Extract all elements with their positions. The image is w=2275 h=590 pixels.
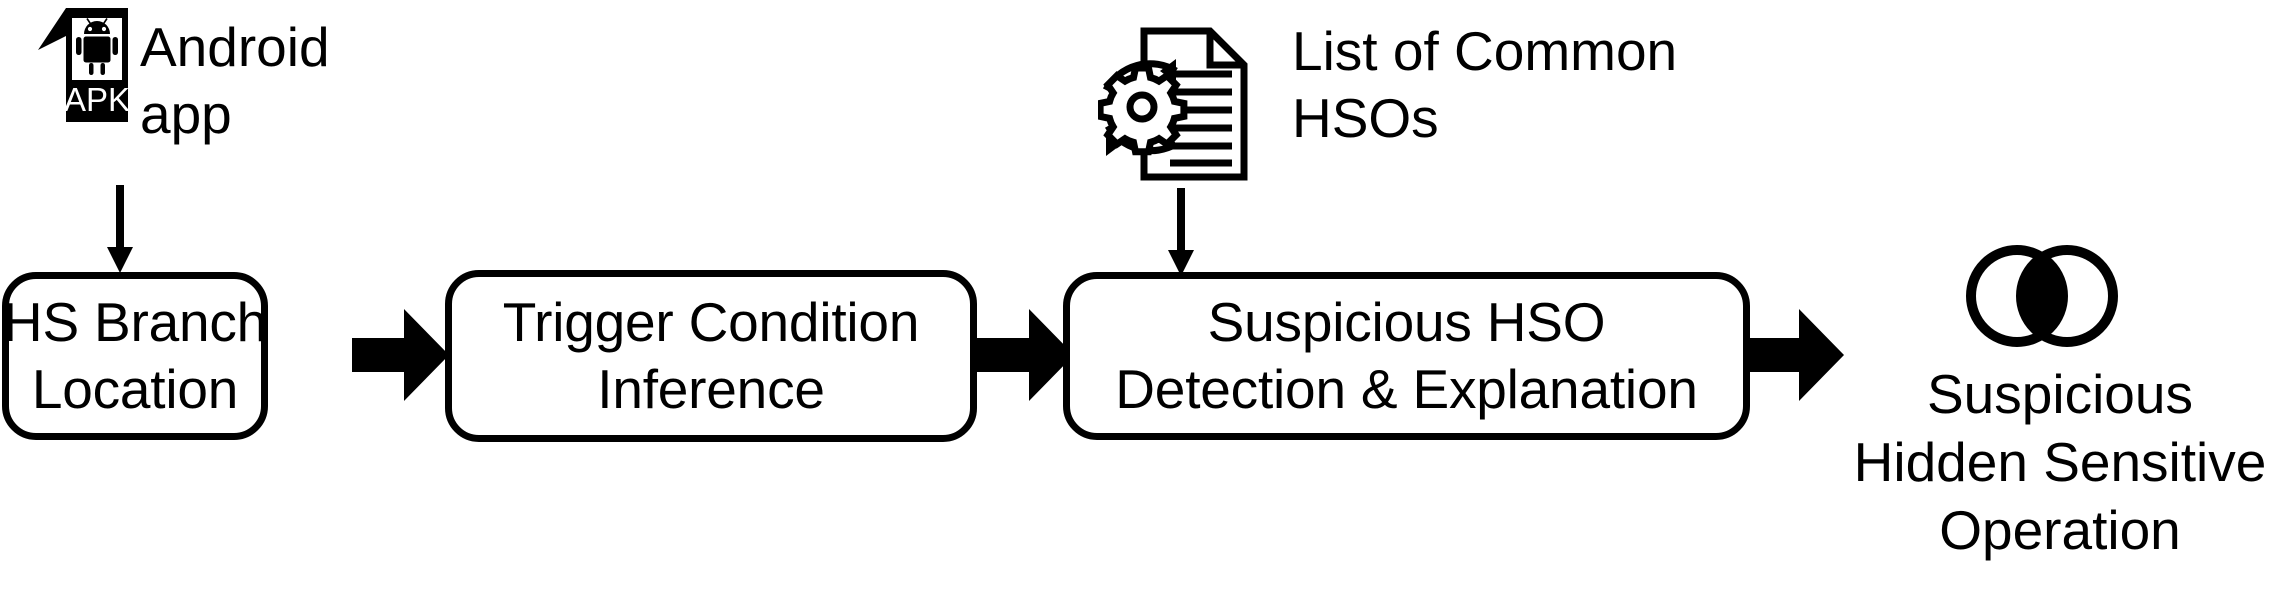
block-arrow-suspicious-to-output	[1747, 305, 1845, 405]
block-arrow-trigger-to-suspicious	[977, 305, 1075, 405]
output-label-line2: Hidden Sensitive	[1853, 431, 2267, 494]
stage-box-trigger-condition-inference[interactable]: Trigger Condition Inference	[445, 270, 977, 442]
stage-box-suspicious-hso-detection[interactable]: Suspicious HSO Detection & Explanation	[1063, 272, 1750, 440]
output-label-line3: Operation	[1939, 499, 2181, 562]
arrow-head	[107, 247, 133, 273]
stage-label-line1: Trigger Condition	[502, 290, 920, 353]
arrow-down-apk-to-hs-branch	[106, 185, 134, 273]
arrow-head	[1168, 250, 1194, 276]
stage-label-line2: Inference	[597, 358, 825, 420]
arrow-stem	[1177, 188, 1185, 252]
android-app-label-line2: app	[140, 83, 232, 146]
hso-list-label-line2: HSOs	[1292, 87, 1439, 150]
stage-label-line1: Suspicious HSO	[1207, 290, 1606, 353]
android-apk-file-icon: APK	[36, 6, 130, 124]
output-label: Suspicious Hidden Sensitive Operation	[1845, 360, 2275, 565]
output-label-line1: Suspicious	[1927, 363, 2193, 425]
block-arrow-hs-branch-to-trigger	[352, 305, 450, 405]
stage-label-line2: Location	[31, 358, 239, 420]
android-app-label-line1: Android	[140, 16, 330, 78]
overlapping-circles-venn-icon	[1966, 241, 2118, 351]
hso-list-label-line1: List of Common	[1292, 20, 1678, 82]
apk-icon-text: APK	[64, 81, 130, 118]
hso-list-label: List of Common HSOs	[1292, 18, 1677, 152]
document-gear-list-icon	[1098, 26, 1258, 182]
stage-label-line1: HS Branch	[2, 290, 268, 353]
stage-box-hs-branch-location[interactable]: HS Branch Location	[2, 272, 268, 440]
arrow-stem	[116, 185, 124, 249]
stage-label-line2: Detection & Explanation	[1115, 358, 1698, 420]
android-app-label: Android app	[140, 14, 330, 148]
arrow-down-hso-list-to-suspicious	[1167, 188, 1195, 276]
